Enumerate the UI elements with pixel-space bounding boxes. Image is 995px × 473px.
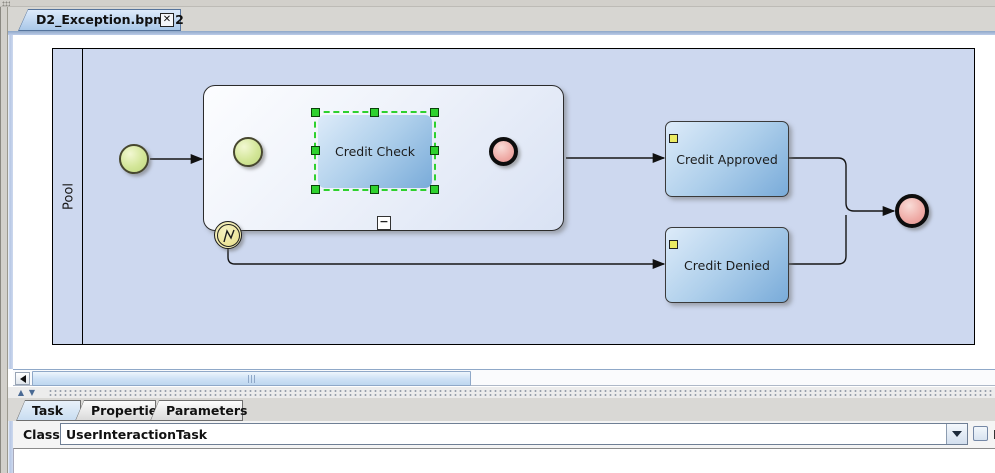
splitter-texture (48, 389, 993, 396)
tab-parameters[interactable]: Parameters (150, 400, 247, 421)
resize-handle-w[interactable] (311, 146, 320, 155)
class-field-label: Class (23, 427, 60, 442)
scroll-left-button[interactable] (15, 372, 30, 385)
task-credit-check[interactable]: Credit Check (318, 115, 432, 188)
task-credit-approved[interactable]: Credit Approved (665, 121, 789, 197)
subprocess-collapse-button[interactable]: − (377, 216, 391, 230)
task-panel: Class Ex (8, 421, 995, 473)
tab-task[interactable]: Task (16, 400, 81, 421)
panel-content-border-left (8, 421, 13, 473)
class-combobox[interactable] (60, 423, 968, 445)
class-field-row: Class Ex (13, 421, 995, 448)
resize-handle-sw[interactable] (311, 185, 320, 194)
resize-handle-n[interactable] (370, 108, 379, 117)
splitter-collapse-up-button[interactable]: ▲ (17, 388, 25, 397)
pool-label: Pool (61, 183, 77, 210)
class-combobox-dropdown-button[interactable] (946, 424, 967, 444)
toolbar-grip-icon[interactable] (2, 1, 10, 6)
resize-handle-s[interactable] (370, 185, 379, 194)
exclude-checkbox-label: Ex (993, 427, 995, 442)
editor-tab-bar: D2_Exception.bpmn2 ✕ (8, 7, 995, 31)
class-combobox-input[interactable] (61, 424, 946, 444)
boundary-error-event[interactable] (214, 221, 242, 249)
scrollbar-thumb[interactable] (32, 371, 471, 386)
editor-tab-title: D2_Exception.bpmn2 (36, 12, 184, 27)
resize-handle-nw[interactable] (311, 108, 320, 117)
chevron-down-icon (952, 431, 962, 437)
canvas-horizontal-scrollbar[interactable] (13, 369, 995, 386)
tab-properties[interactable]: Properties (75, 400, 165, 421)
tab-d2-exception[interactable]: D2_Exception.bpmn2 ✕ (18, 9, 184, 31)
task-type-marker-icon (669, 240, 678, 249)
resize-handle-se[interactable] (430, 185, 439, 194)
task-label: Credit Approved (676, 151, 778, 167)
task-label: Credit Denied (684, 257, 770, 273)
scrollbar-grip-icon (247, 375, 257, 383)
arrow-left-icon (19, 374, 26, 383)
editor-content-border-left (8, 35, 13, 369)
resize-handle-e[interactable] (430, 146, 439, 155)
subprocess-start-event[interactable] (233, 137, 263, 167)
end-event[interactable] (895, 194, 929, 228)
window-top-strip (0, 0, 995, 7)
close-tab-icon[interactable]: ✕ (160, 13, 174, 27)
task-type-marker-icon (669, 134, 678, 143)
task-panel-detail-area[interactable] (13, 448, 995, 473)
pool-label-band[interactable]: Pool (53, 49, 83, 344)
selection-rectangle (311, 108, 439, 194)
task-credit-denied[interactable]: Credit Denied (665, 227, 789, 303)
start-event[interactable] (119, 144, 149, 174)
subprocess-end-event[interactable] (489, 137, 518, 166)
splitter-collapse-down-button[interactable]: ▼ (28, 388, 36, 397)
resize-handle-ne[interactable] (430, 108, 439, 117)
error-zigzag-icon (222, 228, 235, 242)
editor-content-border-top (8, 31, 995, 35)
window-left-frame (0, 7, 8, 473)
splitpane-divider[interactable]: ▲ ▼ (8, 387, 995, 398)
properties-tab-bar: Task Properties Parameters (8, 398, 995, 421)
exclude-checkbox[interactable] (973, 426, 988, 441)
